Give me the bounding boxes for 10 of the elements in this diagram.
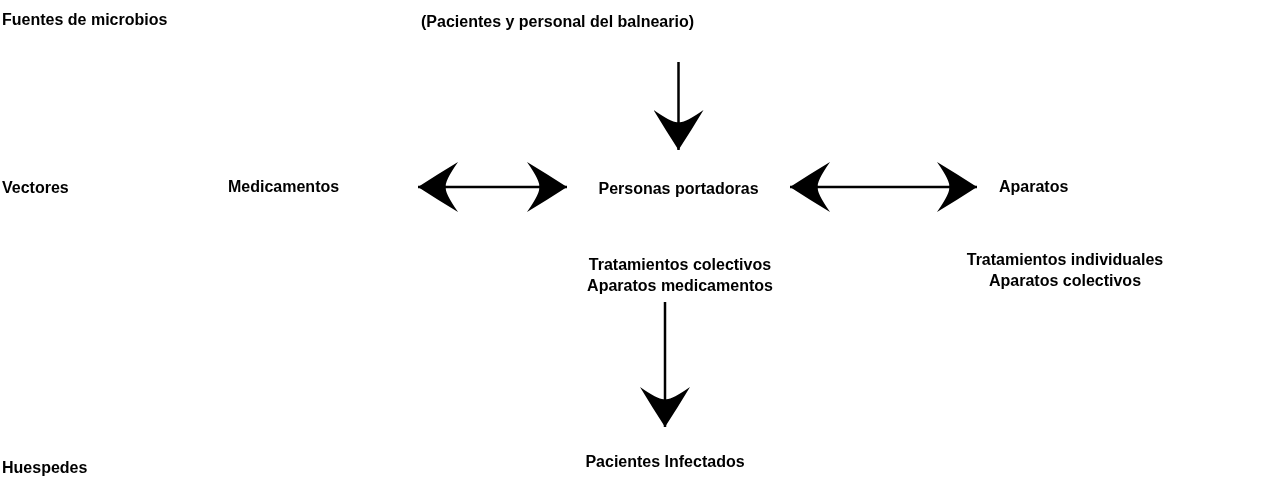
node-text: Medicamentos [228,176,340,197]
node-text: (Pacientes y personal del balneario) [421,12,694,32]
node-text: Pacientes Infectados [585,452,745,473]
node-text: Personas portadoras [598,179,759,200]
node-text: Tratamientos colectivos Aparatos medicamentos [586,255,774,296]
row-label: Tratamientos individuales Aparatos colectivos [965,250,1165,291]
row-label: Fuentes de microbios [2,10,169,30]
row-label: Vectores [2,178,70,198]
node-text: Aparatos [999,176,1069,197]
row-label: Huespedes [2,458,89,478]
